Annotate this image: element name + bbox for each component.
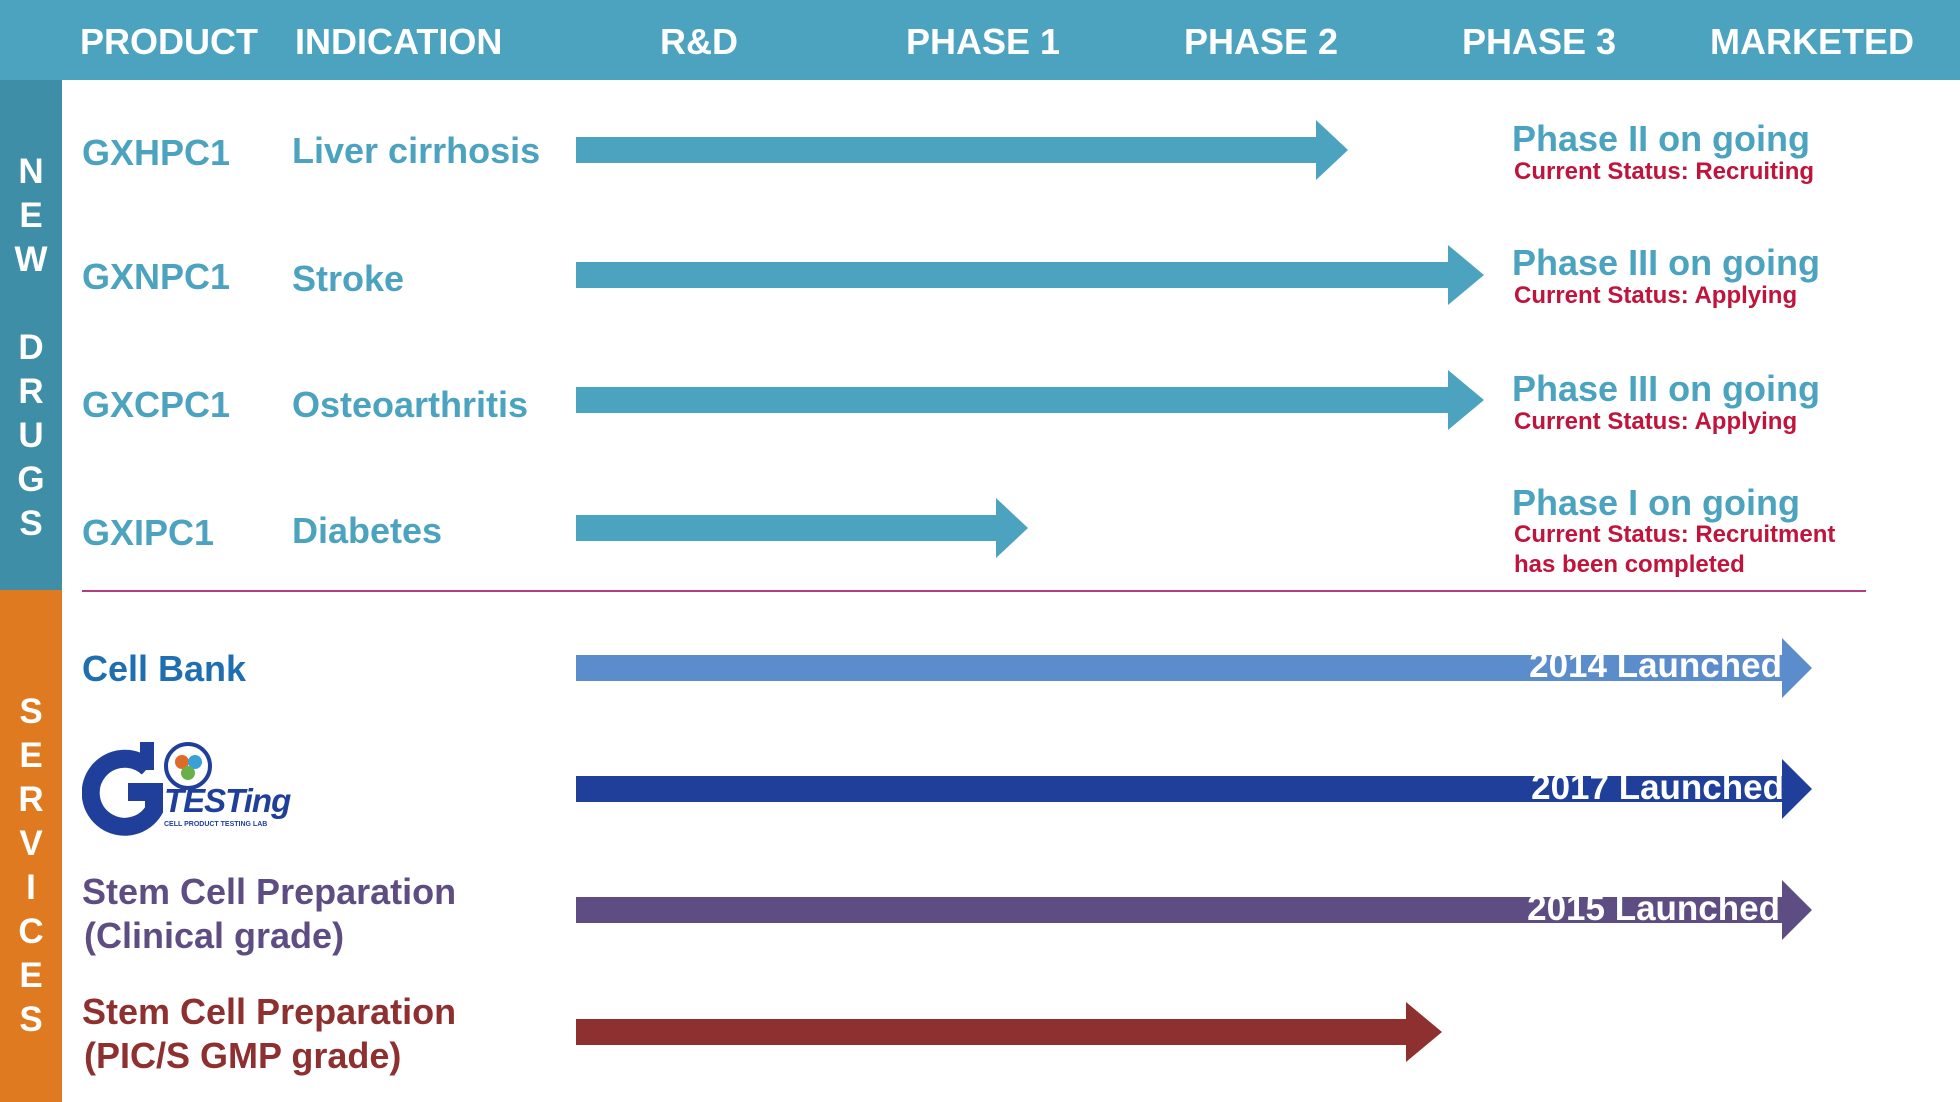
launched-testing: 2017 Launched	[1531, 768, 1784, 807]
arrow-testing	[576, 759, 1812, 819]
gtesting-logo-text: TESTing	[164, 782, 291, 819]
service-cell-bank: Cell Bank	[82, 648, 247, 689]
status-title-gxipc1: Phase I on going	[1512, 482, 1801, 523]
services-letter: S	[19, 692, 43, 731]
header-indication: INDICATION	[295, 21, 503, 62]
arrow-gxipc1	[576, 498, 1028, 558]
product-gxhpc1: GXHPC1	[82, 132, 231, 173]
indication-osteoarthritis: Osteoarthritis	[292, 384, 529, 425]
header-phase-3: PHASE 3	[1462, 21, 1617, 62]
status-detail-gxhpc1: Current Status: Recruiting	[1514, 158, 1815, 185]
status-title-gxcpc1: Phase III on going	[1512, 368, 1821, 409]
status-detail-gxcpc1: Current Status: Applying	[1514, 408, 1798, 435]
arrow-gxnpc1	[576, 245, 1484, 305]
new-drugs-letter: D	[18, 328, 44, 367]
section-divider	[82, 590, 1866, 592]
services-band: S E R V I C E S	[0, 590, 62, 1102]
service-stem-cell-clinical: Stem Cell Preparation (Clinical grade)	[82, 870, 456, 958]
services-letter: C	[18, 912, 44, 951]
service-stem-cell-gmp: Stem Cell Preparation (PIC/S GMP grade)	[82, 990, 456, 1078]
arrow-gxcpc1	[576, 370, 1484, 430]
services-letter: I	[26, 868, 36, 907]
new-drugs-letter: U	[18, 416, 44, 455]
service-stem-cell-clinical-line2: (Clinical grade)	[84, 915, 345, 956]
product-gxipc1: GXIPC1	[82, 512, 215, 553]
status-title-gxnpc1: Phase III on going	[1512, 242, 1821, 283]
arrow-cell-bank	[576, 638, 1812, 698]
new-drugs-band: N E W D R U G S	[0, 80, 62, 590]
indication-diabetes: Diabetes	[292, 510, 443, 551]
arrow-gxhpc1	[576, 120, 1348, 180]
new-drugs-letter: R	[18, 372, 44, 411]
gtesting-logo-mark	[81, 742, 212, 836]
new-drugs-letter: G	[17, 460, 45, 499]
services-letter: E	[19, 736, 43, 775]
services-letter: R	[18, 780, 44, 819]
new-drugs-letter: W	[14, 240, 48, 279]
status-detail-gxnpc1: Current Status: Applying	[1514, 282, 1798, 309]
header-phase-2: PHASE 2	[1184, 21, 1339, 62]
arrow-gmp-grade	[576, 1002, 1442, 1062]
new-drugs-letter: E	[19, 196, 43, 235]
header-rd: R&D	[660, 21, 738, 62]
gtesting-logo: TESTing CELL PRODUCT TESTING LAB	[81, 738, 302, 838]
new-drugs-letter: S	[19, 504, 43, 543]
arrow-clinical-grade	[576, 880, 1812, 940]
service-stem-cell-gmp-line1: Stem Cell Preparation	[82, 991, 457, 1032]
header-phase-1: PHASE 1	[906, 21, 1061, 62]
product-gxnpc1: GXNPC1	[82, 256, 231, 297]
new-drugs-letter: N	[18, 152, 44, 191]
gtesting-logo-subtext: CELL PRODUCT TESTING LAB	[164, 821, 268, 828]
header-marketed: MARKETED	[1710, 21, 1914, 62]
status-detail-gxipc1: Current Status: Recruitment has been com…	[1514, 521, 1836, 578]
services-letter: V	[19, 824, 43, 863]
indication-stroke: Stroke	[292, 258, 405, 299]
service-stem-cell-gmp-line2: (PIC/S GMP grade)	[84, 1035, 402, 1076]
header-bar: PRODUCT INDICATION R&D PHASE 1 PHASE 2 P…	[0, 0, 1960, 80]
service-stem-cell-clinical-line1: Stem Cell Preparation	[82, 871, 457, 912]
launched-cell-bank: 2014 Launched	[1529, 646, 1782, 685]
indication-liver-cirrhosis: Liver cirrhosis	[292, 130, 541, 171]
services-letter: E	[19, 956, 43, 995]
launched-clinical-grade: 2015 Launched	[1527, 889, 1780, 928]
services-letter: S	[19, 1000, 43, 1039]
product-gxcpc1: GXCPC1	[82, 384, 231, 425]
status-title-gxhpc1: Phase II on going	[1512, 118, 1811, 159]
header-product: PRODUCT	[80, 21, 258, 62]
